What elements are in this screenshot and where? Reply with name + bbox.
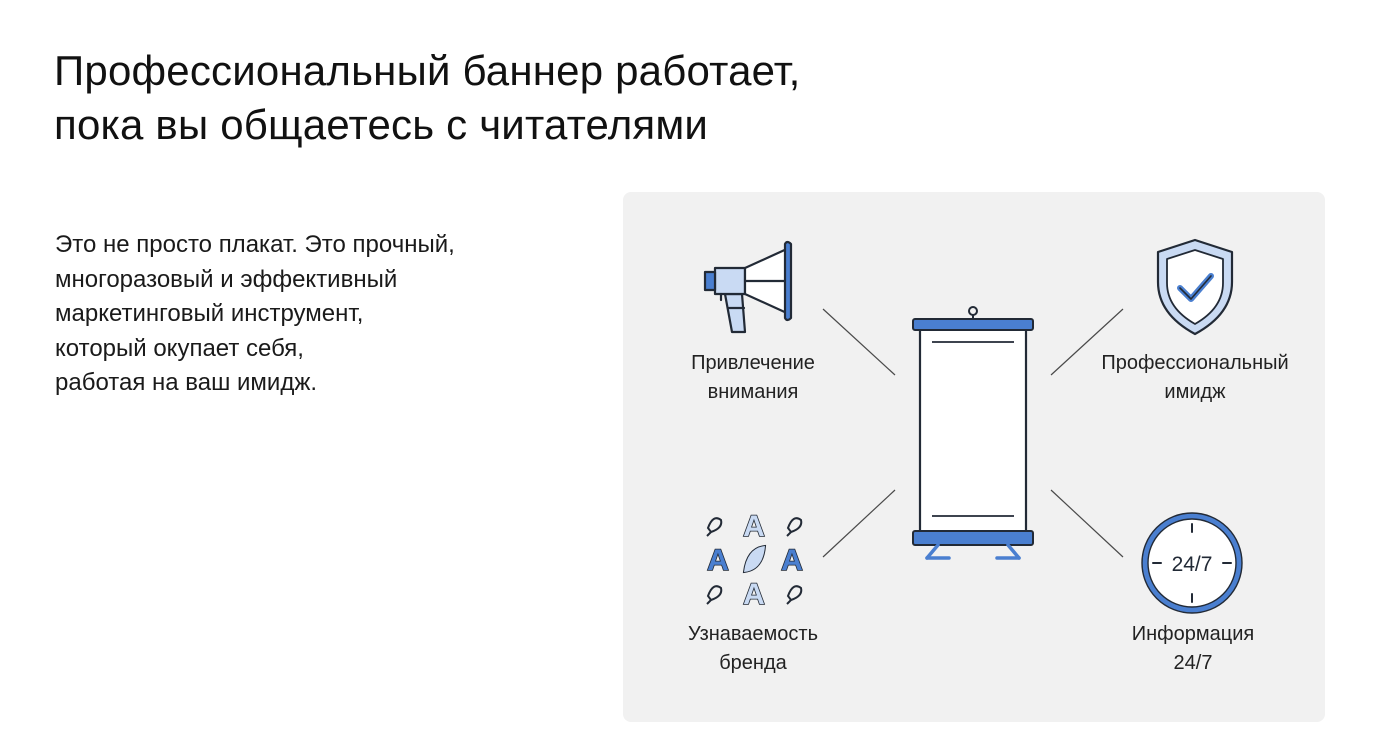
connector-line-image — [1050, 308, 1124, 376]
description-line-5: работая на ваш имидж. — [55, 369, 318, 396]
clock-text: 24/7 — [1172, 553, 1213, 576]
banner-illustration — [822, 306, 1124, 560]
feature-info-line-2: 24/7 — [1173, 652, 1213, 674]
title-line-2: пока вы общаетесь с читателями — [54, 101, 709, 148]
svg-text:A: A — [743, 510, 765, 543]
feature-brand-label: Узнаваемость бренда — [643, 620, 863, 678]
connector-line-brand — [822, 489, 896, 558]
svg-text:A: A — [707, 544, 729, 577]
feature-info-line-1: Информация — [1131, 623, 1255, 645]
page-title: Профессиональный баннер работает, пока в… — [54, 44, 800, 152]
description-line-4: который окупает себя, — [55, 334, 304, 362]
description-line-1: Это не просто плакат. Это прочный, — [55, 231, 455, 258]
description: Это не просто плакат. Это прочный, много… — [55, 228, 455, 401]
feature-brand-line-1: Узнаваемость — [687, 623, 819, 645]
feature-image-line-2: имидж — [1164, 381, 1226, 403]
rollup-banner-icon — [912, 306, 1034, 560]
svg-text:A: A — [743, 578, 765, 608]
feature-image-label: Профессиональный имидж — [1085, 349, 1305, 407]
shield-check-icon — [1156, 238, 1234, 336]
feature-brand-line-2: бренда — [719, 652, 787, 674]
illustration-panel: Привлечение внимания Профессиональный им… — [623, 192, 1325, 722]
connector-lines — [822, 308, 1124, 558]
feature-attention-line-1: Привлечение — [691, 352, 815, 374]
brand-letters-icon: A A A A — [706, 510, 804, 608]
feature-attention-label: Привлечение внимания — [643, 349, 863, 407]
feature-attention-line-2: внимания — [707, 381, 799, 403]
clock-icon: 24/7 — [1141, 512, 1243, 614]
title-line-1: Профессиональный баннер работает, — [54, 47, 801, 94]
feature-image-line-1: Профессиональный — [1101, 352, 1289, 374]
connector-line-attention — [822, 308, 896, 376]
description-line-3: маркетинговый инструмент, — [55, 300, 364, 327]
description-line-2: многоразовый и эффективный — [55, 265, 398, 293]
megaphone-icon — [703, 240, 793, 334]
svg-text:A: A — [781, 544, 803, 577]
connector-line-info — [1050, 489, 1124, 558]
feature-info-label: Информация 24/7 — [1083, 620, 1303, 678]
